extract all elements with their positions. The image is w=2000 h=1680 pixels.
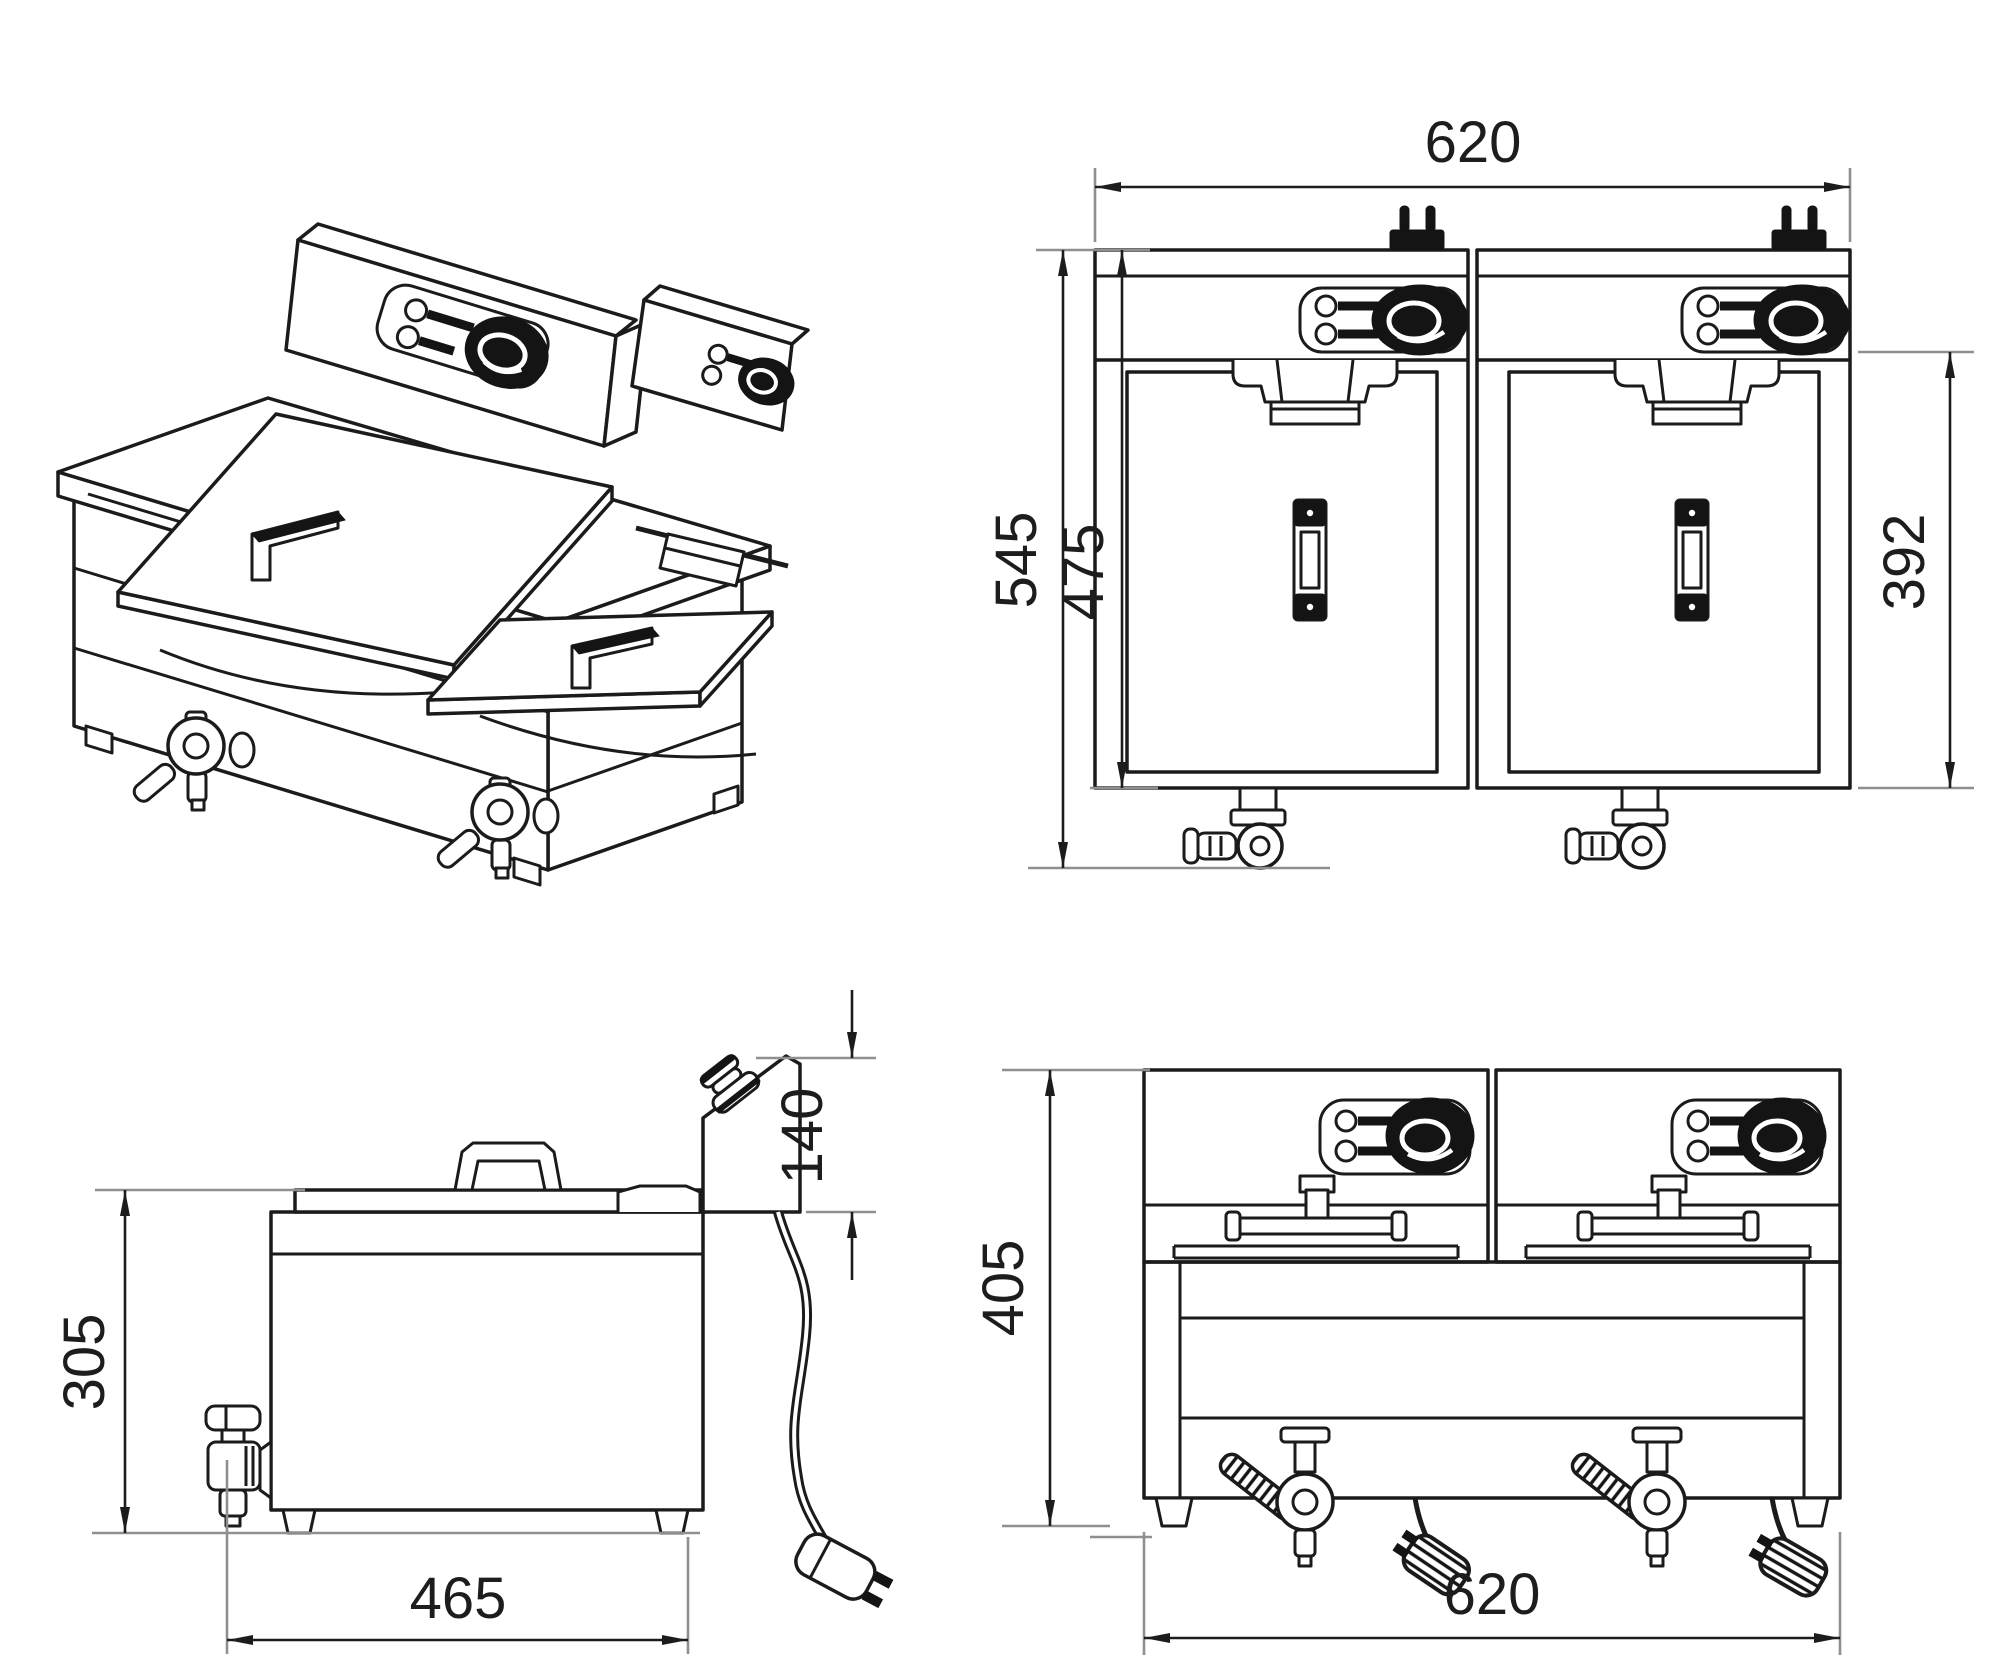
tank-rim-arc: [159, 648, 447, 696]
side-body-outline: [269, 1210, 705, 1512]
power-plug-icon: [794, 1532, 894, 1609]
side-view: 305 140 465: [52, 990, 894, 1654]
side-height-dimension: 305: [52, 1188, 700, 1535]
temperature-knob-icon: [699, 1054, 761, 1114]
foot: [712, 784, 740, 815]
foot: [84, 724, 114, 755]
rear-height-dimension: 405: [971, 1068, 1150, 1528]
temperature-knob-icon: [464, 316, 549, 389]
dimension-label: 620: [1425, 110, 1522, 175]
side-depth-dimension: 465: [225, 1460, 690, 1654]
control-panel: [375, 283, 550, 389]
front-body-height-dimension: 475: [1051, 250, 1158, 790]
foot: [654, 1508, 690, 1535]
dimension-label: 405: [971, 1240, 1036, 1337]
dimension-label: 305: [52, 1314, 117, 1411]
dimension-label: 545: [984, 512, 1049, 609]
tank-rim-arc: [479, 714, 757, 759]
dimension-label: 620: [1444, 1562, 1541, 1627]
front-view: 620 545 475 392: [984, 110, 1974, 868]
power-plug-icon: [1392, 1529, 1472, 1597]
basket-hanger-side: [616, 1184, 702, 1212]
dimension-label: 140: [770, 1088, 835, 1185]
side-console-height-dimension: 140: [756, 990, 876, 1280]
foot: [1154, 1496, 1194, 1528]
left-lid: [116, 412, 614, 681]
foot: [281, 1508, 317, 1535]
power-plug-icon: [1748, 1533, 1829, 1598]
drain-tap-icon: [204, 1404, 273, 1528]
drain-tap-icon: [436, 776, 560, 880]
rear-width-dimension: 620: [1090, 1532, 1842, 1655]
rear-view: 405 620: [971, 1070, 1840, 1655]
power-cord: [1769, 1497, 1788, 1542]
right-lid: [426, 610, 774, 716]
basket-hanger: [635, 525, 789, 588]
dimension-label: 392: [1872, 514, 1937, 611]
dimension-label: 465: [410, 1566, 507, 1631]
foot: [1790, 1496, 1830, 1528]
lid-handle-icon: [453, 1141, 563, 1192]
foot: [512, 856, 542, 887]
isometric-view: [56, 222, 810, 887]
rear-base-outline: [1142, 1260, 1842, 1500]
control-panel-partial: [701, 343, 795, 406]
front-width-dimension: 620: [1093, 110, 1852, 242]
dimension-label: 475: [1051, 524, 1116, 621]
console-side: [701, 1054, 802, 1214]
front-tank-height-dimension: 392: [1858, 350, 1974, 790]
front-overall-height-dimension: 545: [984, 248, 1330, 870]
drain-tap-icon: [132, 710, 256, 812]
